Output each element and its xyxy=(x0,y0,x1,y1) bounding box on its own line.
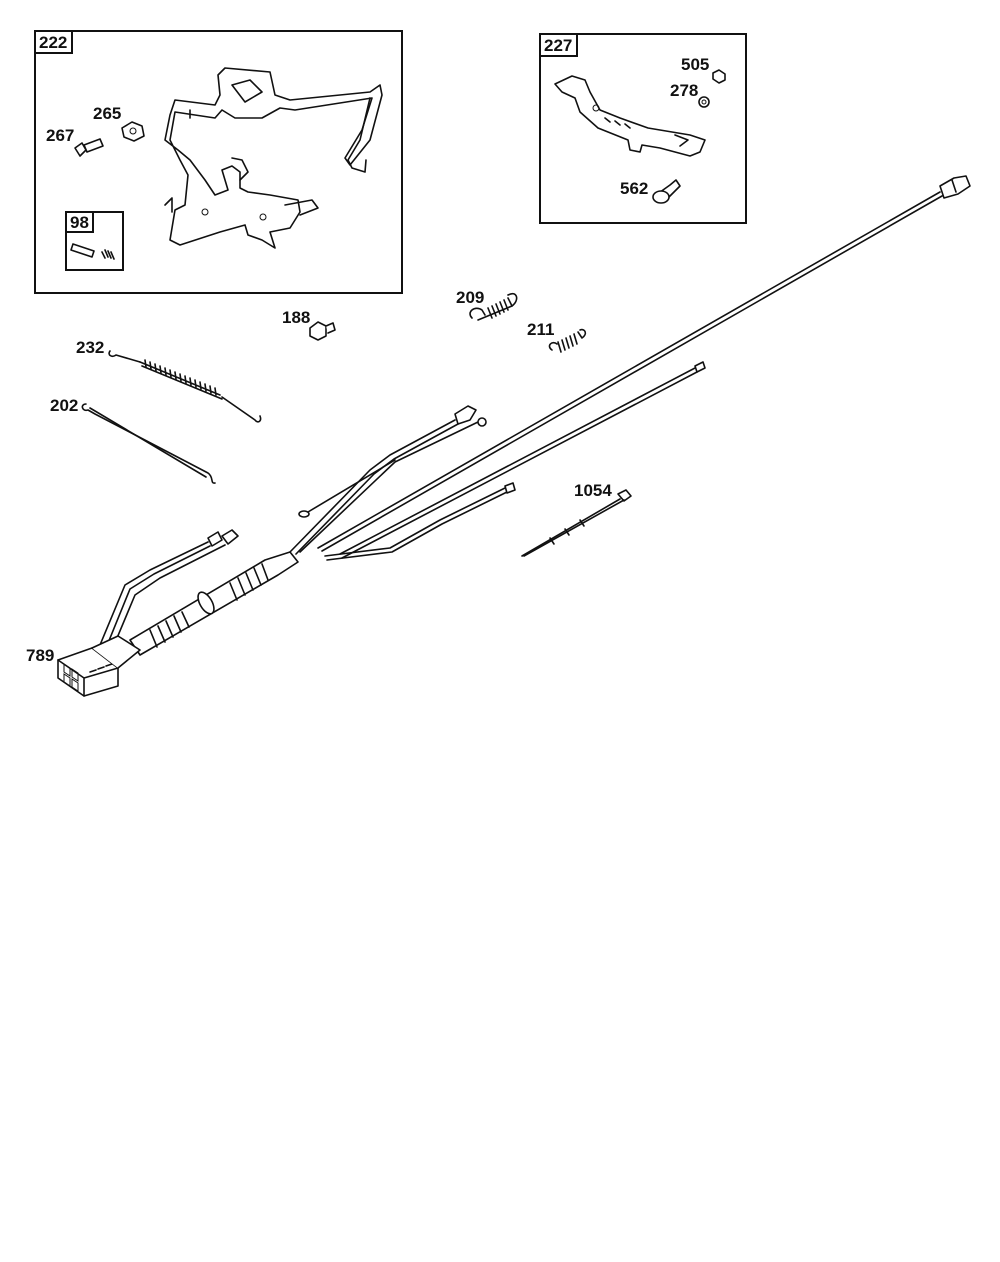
box-label-98: 98 xyxy=(70,213,89,232)
cable-tie-1054: 1054 xyxy=(521,481,632,557)
assembly-box-98: 98 xyxy=(65,211,124,271)
spring-rod-232: 232 xyxy=(76,338,262,423)
part-label-211: 211 xyxy=(527,320,554,339)
part-label-562: 562 xyxy=(620,179,648,198)
throttle-lever-drawing: 505 278 562 xyxy=(554,55,726,204)
bolt-188: 188 xyxy=(282,308,336,341)
part-label-209: 209 xyxy=(456,288,484,307)
part-label-267: 267 xyxy=(46,126,74,145)
wiring-harness-789: 789 xyxy=(26,175,971,697)
link-rod-202: 202 xyxy=(50,396,216,484)
part-label-188: 188 xyxy=(282,308,310,327)
part-label-505: 505 xyxy=(681,55,709,74)
assembly-box-227: 227 xyxy=(539,33,747,224)
part-label-265: 265 xyxy=(93,104,121,123)
part-label-278: 278 xyxy=(670,81,698,100)
spring-209: 209 xyxy=(456,288,518,321)
assembly-box-222: 222 xyxy=(34,30,403,294)
control-bracket-drawing xyxy=(164,67,383,249)
part-label-789: 789 xyxy=(26,646,54,665)
part-label-1054: 1054 xyxy=(574,481,612,500)
bolt-267: 267 xyxy=(46,126,104,157)
part-label-232: 232 xyxy=(76,338,104,357)
clip-265: 265 xyxy=(93,104,145,142)
part-label-202: 202 xyxy=(50,396,78,415)
box-label-227: 227 xyxy=(544,36,572,55)
spring-211: 211 xyxy=(527,320,587,353)
box-label-222: 222 xyxy=(39,33,67,52)
